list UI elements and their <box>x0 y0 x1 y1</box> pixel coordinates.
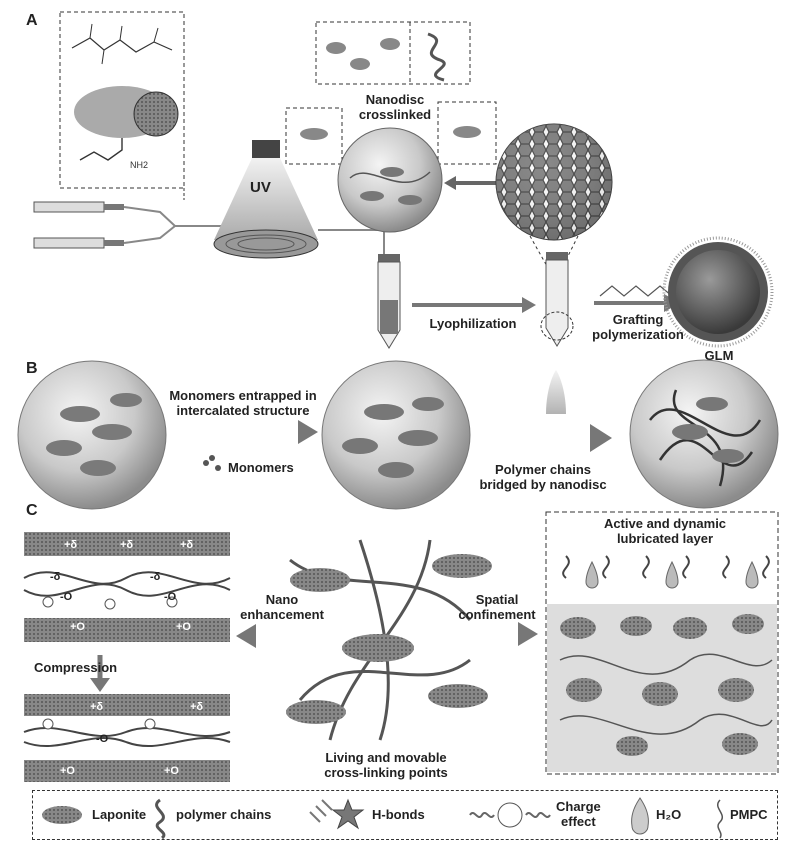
polymer-chains-legend-icon <box>155 798 166 840</box>
monomer-chemistry-box <box>59 11 185 189</box>
legend-charge-effect: Charge effect <box>556 799 601 829</box>
uv-label: UV <box>250 179 271 196</box>
h2o-legend-icon <box>631 797 649 835</box>
delta-plus-top-1: +δ <box>64 539 78 551</box>
grafting-label: Grafting polymerization <box>592 312 684 342</box>
delta-plus-top-3: +δ <box>180 539 194 551</box>
legend-h-bonds: H-bonds <box>372 807 425 822</box>
syringe-pump <box>33 188 240 249</box>
active-layer-label: Active and dynamic lubricated layer <box>603 516 727 546</box>
panel-label-c: C <box>26 502 38 519</box>
energy-cone <box>546 370 566 414</box>
o-plus-1: +O <box>70 621 85 633</box>
glm-particle <box>662 236 774 348</box>
nh2-label: NH2 <box>130 160 148 170</box>
layer-diagram-bottom <box>23 694 231 782</box>
compression-label: Compression <box>34 660 118 675</box>
o-plus-2: +O <box>176 621 191 633</box>
monomers-entrapped-label: Monomers entrapped in intercalated struc… <box>169 388 317 418</box>
layer-diagram-top <box>23 532 231 642</box>
lubricated-layer-box <box>545 511 779 775</box>
sphere-intercalated <box>321 360 471 510</box>
delta-plus-top-2: +δ <box>120 539 134 551</box>
legend-icons <box>42 797 723 840</box>
o-plus-4: +O <box>164 765 179 777</box>
spatial-confinement-label: Spatial confinement <box>458 592 536 622</box>
pmpc-legend-icon <box>717 799 723 839</box>
crosslink-cluster <box>286 539 492 741</box>
h-bonds-legend-icon <box>331 798 365 830</box>
polymer-chains-bridged-label: Polymer chains bridged by nanodisc <box>479 462 607 492</box>
legend-pmpc: PMPC <box>730 807 768 822</box>
legend-box <box>32 790 778 840</box>
nanodisc-crosslinked-label: Nanodisc crosslinked <box>358 92 432 122</box>
o-plus-3: +O <box>60 765 75 777</box>
tube-line <box>318 229 385 262</box>
nano-enhancement-label: Nano enhancement <box>240 592 324 622</box>
laponite-legend-icon <box>42 806 82 824</box>
lyophilization-label: Lyophilization <box>429 316 517 331</box>
o-minus-3: -O <box>96 733 109 745</box>
sphere-monomers <box>17 360 167 510</box>
panel-label-a: A <box>26 12 38 29</box>
o-minus-2: -O <box>164 591 177 603</box>
o-minus-1: -O <box>60 591 73 603</box>
legend-laponite: Laponite <box>92 807 147 822</box>
uv-lamp <box>213 140 319 259</box>
delta-minus-1: -δ <box>50 571 61 583</box>
panel-label-b: B <box>26 360 38 377</box>
charge-effect-legend-icon <box>497 802 523 828</box>
legend-h2o: H₂O <box>656 807 682 822</box>
monomer-icon <box>203 455 221 471</box>
delta-plus-bottom-1: +δ <box>90 701 104 713</box>
delta-minus-2: -δ <box>150 571 161 583</box>
tube-left <box>377 254 401 349</box>
glm-label: GLM <box>704 348 734 363</box>
monomers-label: Monomers <box>228 460 294 475</box>
living-points-label: Living and movable cross-linking points <box>324 750 448 780</box>
nanodisc-detail-boxes <box>285 21 497 165</box>
delta-plus-bottom-2: +δ <box>190 701 204 713</box>
legend-polymer-chains: polymer chains <box>176 807 272 822</box>
tube-right <box>540 252 574 347</box>
